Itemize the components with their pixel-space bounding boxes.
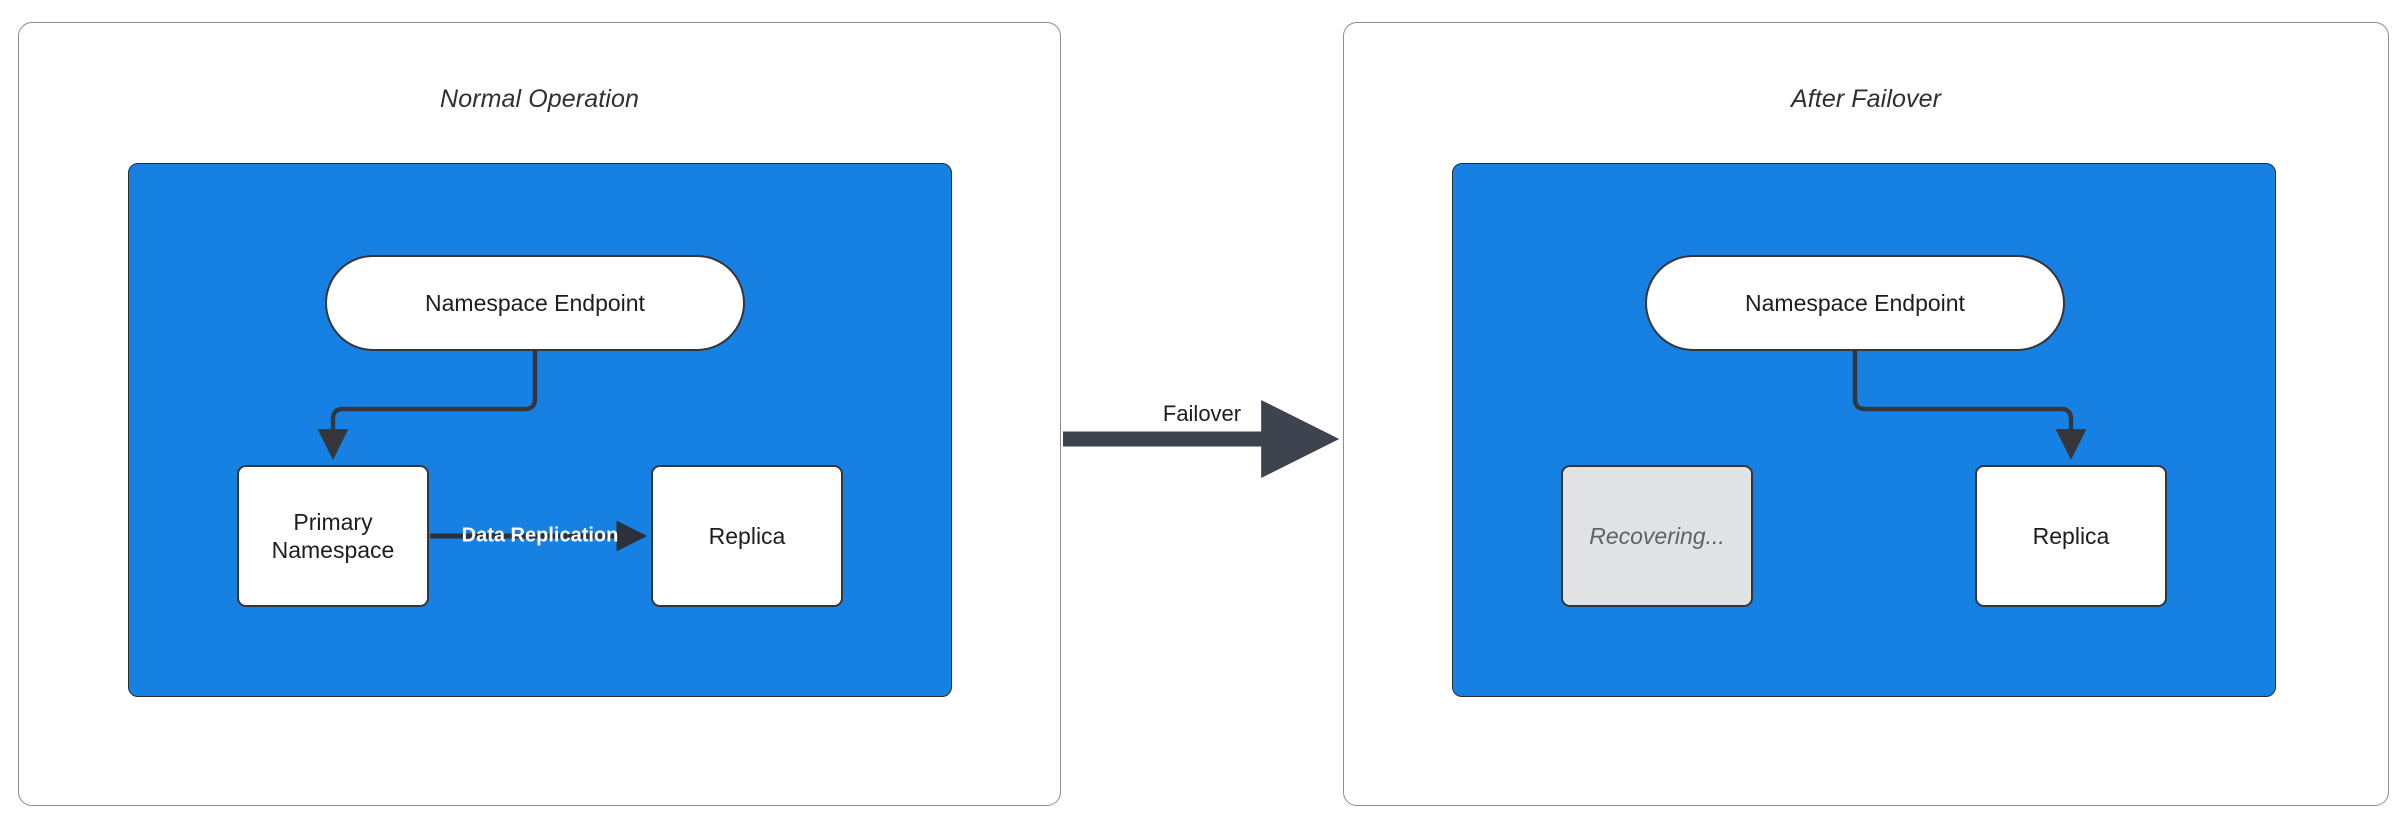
node-replica-right[interactable]: Replica <box>1975 465 2167 607</box>
transition-label-failover: Failover <box>1162 401 1242 426</box>
edge-label-data-replication: Data Replication <box>461 524 619 547</box>
node-namespace-endpoint-right[interactable]: Namespace Endpoint <box>1645 255 2065 351</box>
node-primary-namespace-line2: Namespace <box>271 537 395 563</box>
node-primary-namespace-label: Primary Namespace <box>272 508 395 564</box>
cluster-normal-operation <box>128 163 952 697</box>
node-primary-namespace-line1: Primary <box>293 508 373 535</box>
node-primary-namespace[interactable]: Primary Namespace <box>237 465 429 607</box>
panel-title-after-failover: After Failover <box>1790 85 1942 113</box>
cluster-after-failover <box>1452 163 2276 697</box>
node-replica-left[interactable]: Replica <box>651 465 843 607</box>
node-recovering[interactable]: Recovering... <box>1561 465 1753 607</box>
panel-title-normal-operation: Normal Operation <box>440 85 639 113</box>
node-namespace-endpoint-left[interactable]: Namespace Endpoint <box>325 255 745 351</box>
